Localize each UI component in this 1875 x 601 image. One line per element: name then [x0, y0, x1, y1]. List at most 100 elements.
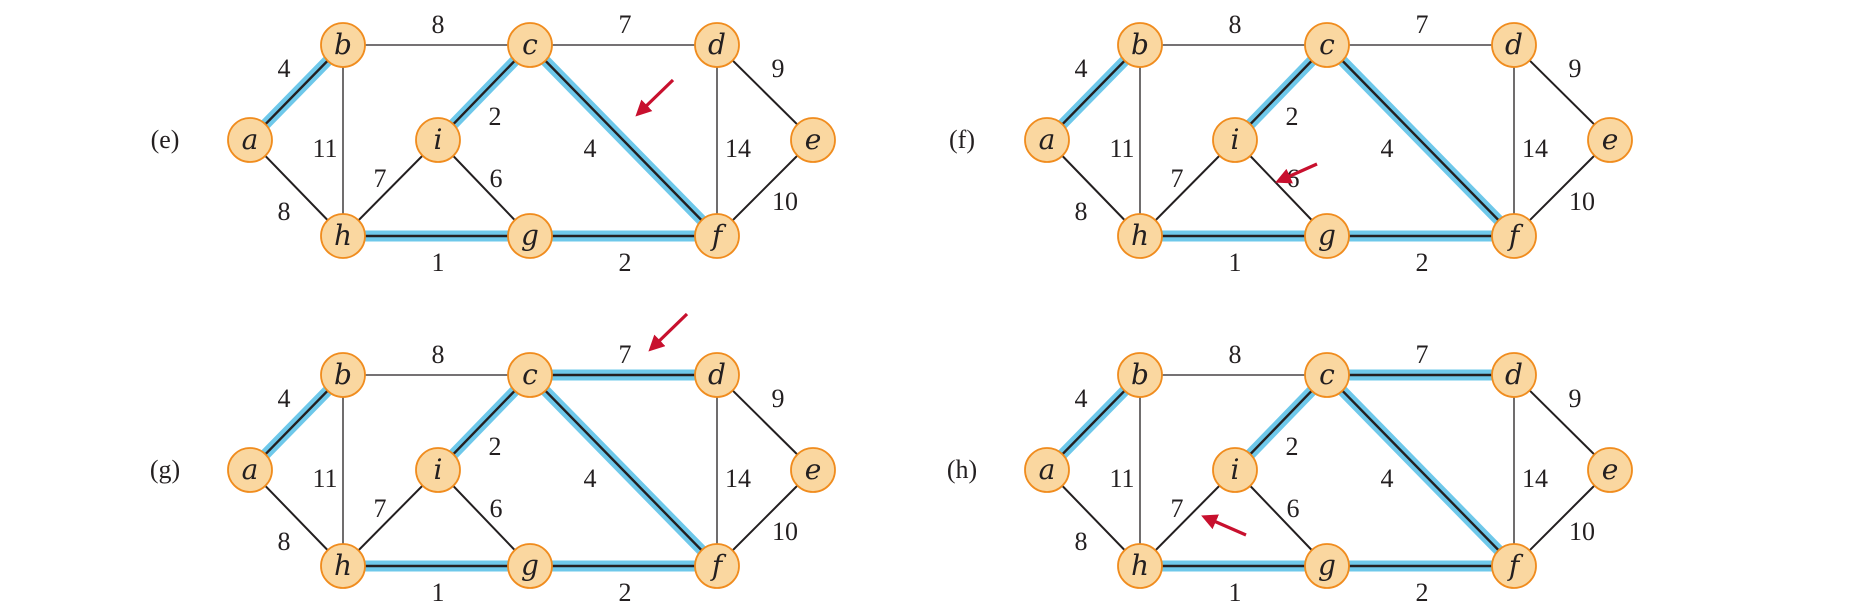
- node-label: d: [708, 358, 726, 391]
- edge-weight-label: 7: [1416, 340, 1429, 369]
- edge-weight-label: 9: [772, 54, 785, 83]
- node-label: a: [242, 123, 259, 156]
- edge-weight-label: 2: [1416, 248, 1429, 277]
- graph-node: [320, 543, 366, 589]
- edge-weight-label: 4: [1075, 384, 1088, 413]
- node-label: c: [1319, 28, 1335, 61]
- edge-weight-label: 8: [432, 340, 445, 369]
- tree-edge: [1326, 374, 1515, 567]
- edge-weight-label: 6: [1287, 494, 1300, 523]
- graph-node: [694, 352, 740, 398]
- edge-weight-label: 7: [374, 494, 387, 523]
- tree-edge: [529, 44, 718, 237]
- node-label: e: [805, 123, 822, 156]
- graph-node: [694, 22, 740, 68]
- edge-weight-label: 4: [1381, 134, 1394, 163]
- node-label: a: [1039, 453, 1056, 486]
- node-label: c: [1319, 358, 1335, 391]
- graph-node: [1304, 352, 1350, 398]
- edge-weight-label: 10: [1569, 517, 1595, 546]
- edge-weight-label: 2: [619, 578, 632, 601]
- edge-weight-label: 14: [725, 134, 751, 163]
- tree-edge: [529, 374, 718, 567]
- edge-weight-label: 2: [1416, 578, 1429, 601]
- edge-weight-label: 10: [1569, 187, 1595, 216]
- graph-node: [1024, 447, 1070, 493]
- edge-weight-label: 7: [1171, 494, 1184, 523]
- graph-node: [1117, 543, 1163, 589]
- edge-weight-label: 14: [1522, 464, 1548, 493]
- node-label: i: [434, 123, 443, 156]
- edge-weight-label: 4: [584, 134, 597, 163]
- edge-weight-label: 1: [432, 578, 445, 601]
- pointer-arrow: [648, 312, 689, 352]
- node-label: h: [334, 549, 352, 582]
- tree-edge: [1326, 44, 1515, 237]
- edge-weight-label: 11: [312, 464, 337, 493]
- node-label: b: [1131, 28, 1149, 61]
- edge-weight-label: 6: [490, 164, 503, 193]
- graph-node: [694, 543, 740, 589]
- edge-weight-label: 7: [374, 164, 387, 193]
- graph-node: [507, 213, 553, 259]
- node-label: b: [334, 28, 352, 61]
- graph-node: [1491, 22, 1537, 68]
- graph-node: [1491, 352, 1537, 398]
- edge-weight-label: 11: [1109, 134, 1134, 163]
- edge-weight-label: 14: [1522, 134, 1548, 163]
- edge-weight-label: 7: [1171, 164, 1184, 193]
- node-label: g: [521, 219, 539, 252]
- edge-weight-label: 9: [1569, 54, 1582, 83]
- edge-weight-label: 8: [1075, 527, 1088, 556]
- pointer-arrow: [1275, 162, 1318, 184]
- graph-node: [1117, 213, 1163, 259]
- graph-node: [1304, 22, 1350, 68]
- edge-weight-label: 11: [1109, 464, 1134, 493]
- graph-node: [415, 447, 461, 493]
- node-label: e: [805, 453, 822, 486]
- panel-label: (g): [150, 455, 180, 484]
- graph-node: [790, 447, 836, 493]
- edge-weight-label: 4: [584, 464, 597, 493]
- edge-weight-label: 2: [489, 432, 502, 461]
- node-label: g: [1318, 219, 1336, 252]
- edge-weight-label: 4: [278, 384, 291, 413]
- panel-label: (e): [151, 125, 180, 154]
- graph-node: [1491, 543, 1537, 589]
- graph-node: [1212, 447, 1258, 493]
- edge-weight-label: 9: [772, 384, 785, 413]
- graph-node: [694, 213, 740, 259]
- pointer-arrow: [1201, 514, 1247, 537]
- node-label: h: [334, 219, 352, 252]
- node-label: c: [522, 28, 538, 61]
- node-label: i: [1231, 453, 1240, 486]
- edge-weight-label: 8: [278, 197, 291, 226]
- node-label: i: [1231, 123, 1240, 156]
- node-label: b: [334, 358, 352, 391]
- edge-weight-label: 14: [725, 464, 751, 493]
- graph-node: [415, 117, 461, 163]
- graph-node: [1304, 213, 1350, 259]
- graph-node: [507, 352, 553, 398]
- edge-weight-label: 4: [1381, 464, 1394, 493]
- node-label: e: [1602, 123, 1619, 156]
- edge-weight-label: 7: [1416, 10, 1429, 39]
- node-label: g: [1318, 549, 1336, 582]
- graph-node: [320, 213, 366, 259]
- edge-weight-label: 9: [1569, 384, 1582, 413]
- graph-node: [1117, 22, 1163, 68]
- node-label: a: [1039, 123, 1056, 156]
- node-label: g: [521, 549, 539, 582]
- graph-node: [1304, 543, 1350, 589]
- graph-node: [1212, 117, 1258, 163]
- pointer-arrow: [635, 78, 675, 117]
- edge-weight-label: 4: [278, 54, 291, 83]
- edge-weight-label: 7: [619, 10, 632, 39]
- node-label: a: [242, 453, 259, 486]
- edge-weight-label: 2: [1286, 102, 1299, 131]
- graph-node: [507, 22, 553, 68]
- node-label: d: [1505, 28, 1523, 61]
